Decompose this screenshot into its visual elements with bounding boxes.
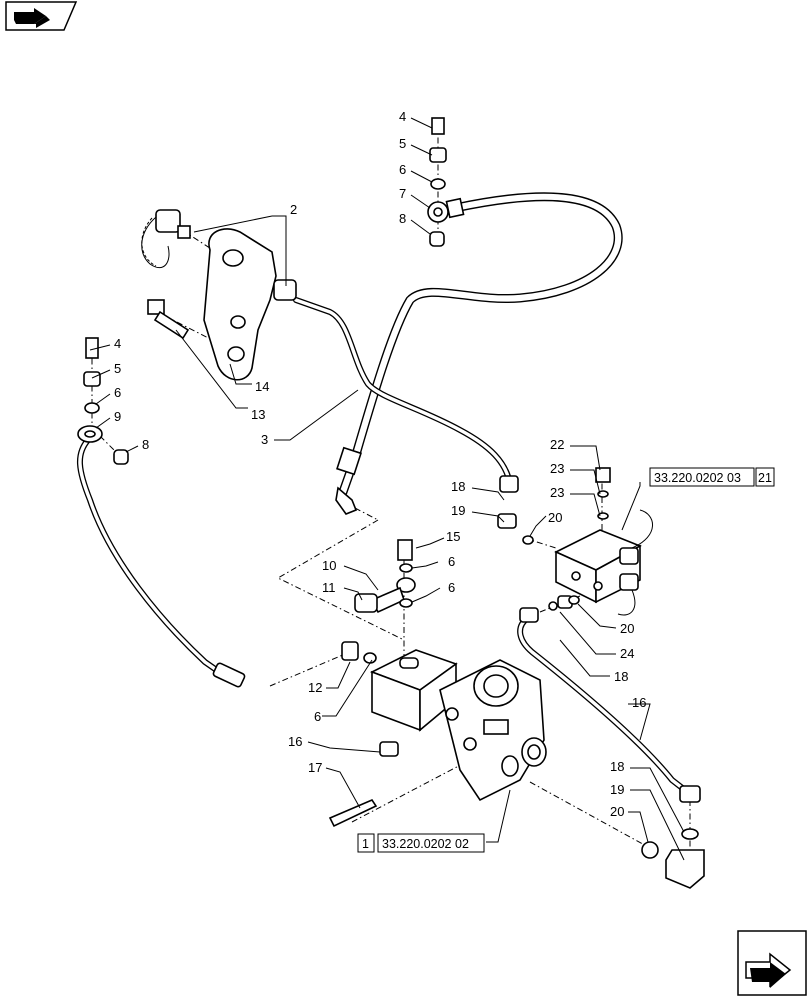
coiled-connector-2 [141,209,297,301]
previous-page-arrow-icon[interactable] [5,1,78,31]
callout-19: 19 [451,503,465,518]
callout-8: 8 [399,211,406,226]
callout-23: 23 [550,461,564,476]
callout-17: 17 [308,760,322,775]
callout-6: 6 [399,162,406,177]
reference-code: 33.220.0202 03 [654,471,741,485]
callout-4: 4 [114,336,121,351]
callout-8: 8 [142,437,149,452]
callout-20: 20 [610,804,624,819]
callout-6: 6 [448,554,455,569]
manifold-block [497,467,653,616]
callout-24: 24 [620,646,634,661]
main-valve-1 [328,641,547,828]
reference-sheet: 1 [362,837,369,851]
pipe-16 [517,607,701,803]
callout-14: 14 [255,379,269,394]
callout-20: 20 [620,621,634,636]
callout-5: 5 [399,136,406,151]
reference-bottom-center[interactable]: 1 33.220.0202 02 [357,833,485,853]
callout-19: 19 [610,782,624,797]
hose-3 [335,192,623,515]
callout-18: 18 [610,759,624,774]
bolt-13 [147,299,190,340]
callout-23: 23 [550,485,564,500]
pipe-9 [76,425,246,688]
fitting-stack-top [427,117,449,247]
callout-4: 4 [399,109,406,124]
fitting-stack-left [83,337,129,465]
callout-3: 3 [261,432,268,447]
next-page-arrow-icon[interactable] [737,930,807,996]
callout-7: 7 [399,186,406,201]
callout-12: 12 [308,680,322,695]
callout-6: 6 [114,385,121,400]
callout-2: 2 [290,202,297,217]
callout-10: 10 [322,558,336,573]
callout-11: 11 [322,580,336,595]
callout-18: 18 [614,669,628,684]
callout-6: 6 [314,709,321,724]
bracket-14 [203,228,277,381]
elbow-fitting [641,828,705,889]
reference-top-right[interactable]: 33.220.0202 03 21 [649,467,775,487]
callout-16: 16 [632,695,646,710]
callout-15: 15 [446,529,460,544]
callout-16: 16 [288,734,302,749]
callout-13: 13 [251,407,265,422]
callout-22: 22 [550,437,564,452]
callout-labels: 4 5 6 7 8 2 4 5 6 9 8 14 13 3 22 23 23 1… [114,109,646,819]
callout-20: 20 [548,510,562,525]
reference-code: 33.220.0202 02 [382,837,469,851]
fitting-center [354,539,416,614]
reference-sheet: 21 [758,471,772,485]
callout-9: 9 [114,409,121,424]
callout-6: 6 [448,580,455,595]
pipe-top [293,297,519,493]
leader-lines [89,117,685,861]
callout-5: 5 [114,361,121,376]
callout-18: 18 [451,479,465,494]
